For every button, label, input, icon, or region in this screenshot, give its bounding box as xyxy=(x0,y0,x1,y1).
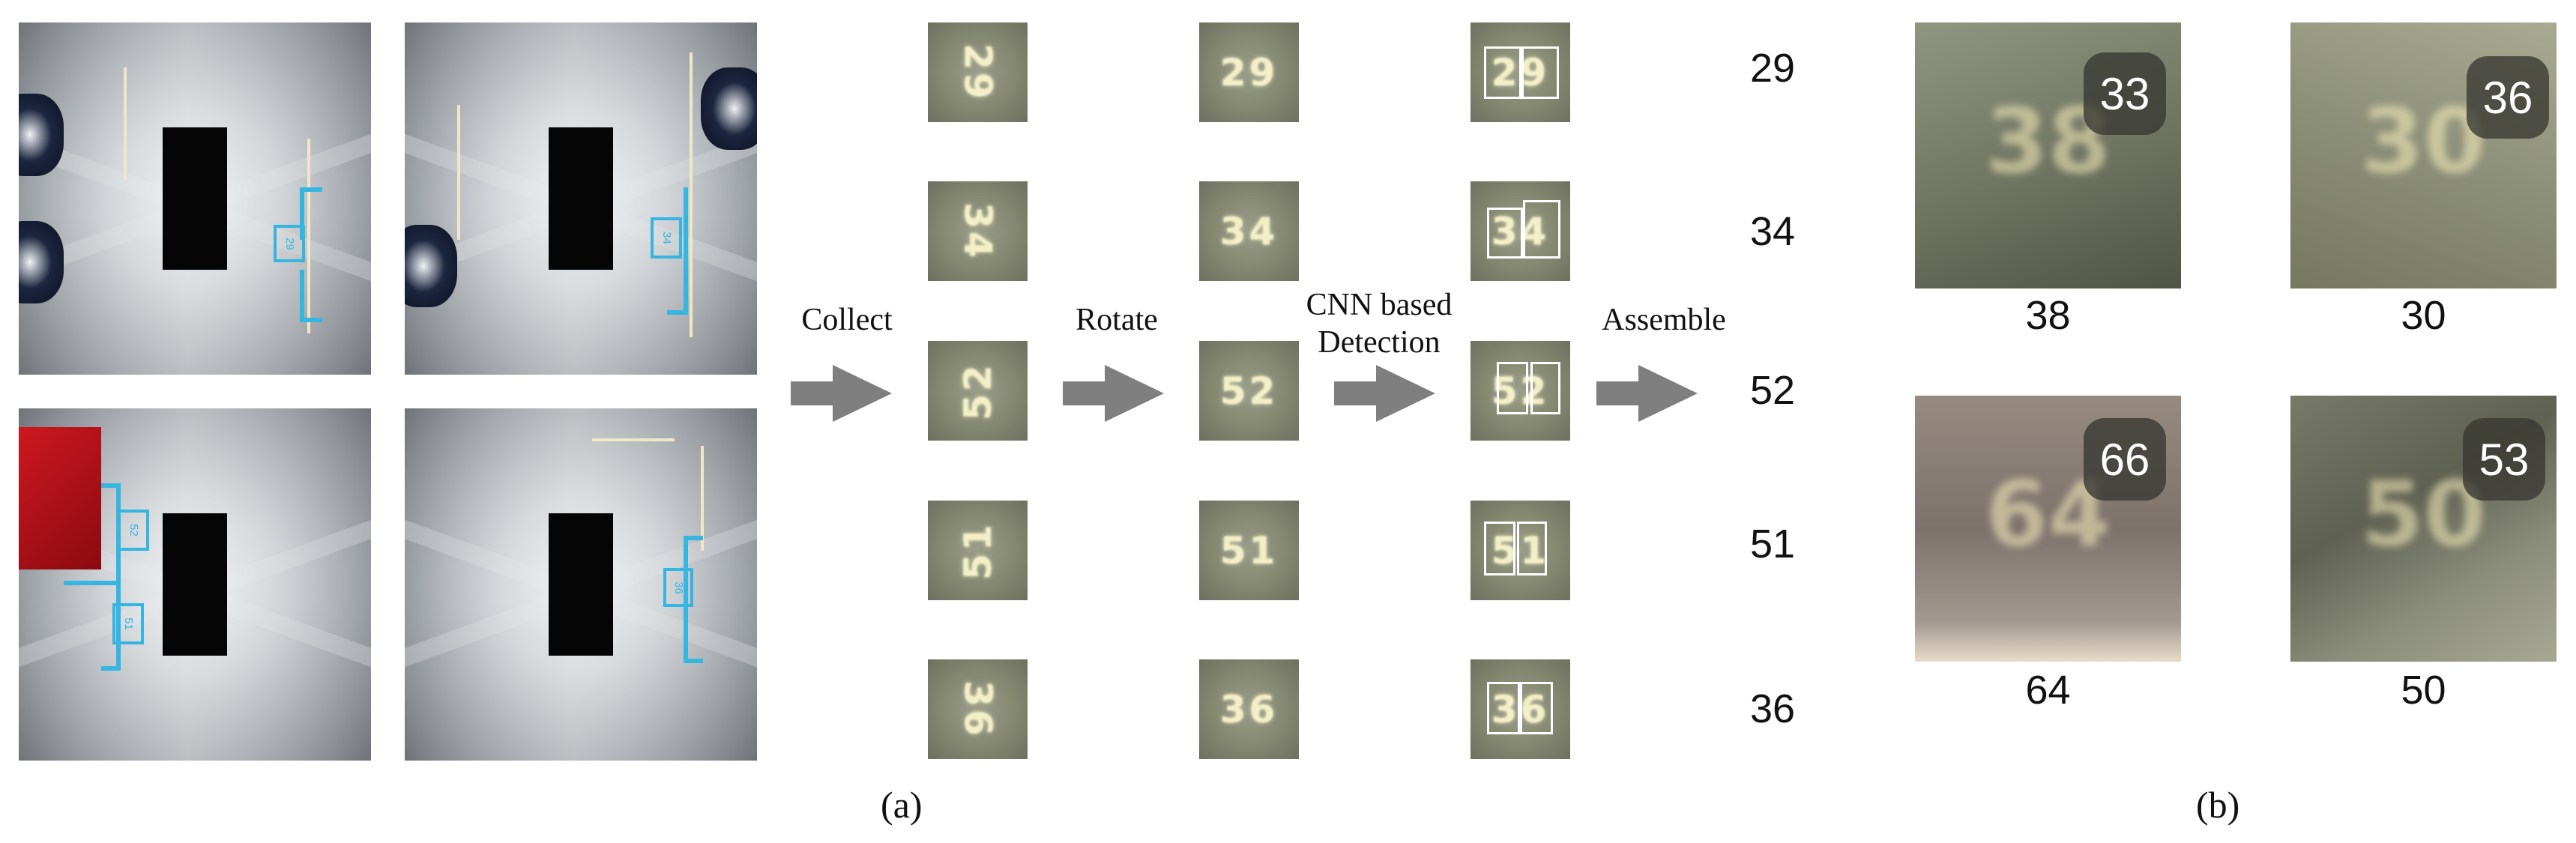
detected-crop: 29 xyxy=(1471,22,1570,122)
detected-crop: 34 xyxy=(1471,181,1570,281)
ground-truth-label: 50 xyxy=(2401,668,2446,713)
detected-crop: 52 xyxy=(1471,341,1570,441)
digit-bounding-box xyxy=(1523,200,1560,259)
collected-crop: 51 xyxy=(928,501,1028,600)
rotated-crop: 52 xyxy=(1199,341,1299,441)
digit-bounding-box xyxy=(1487,682,1520,734)
ground-truth-label: 30 xyxy=(2401,293,2446,338)
tire-image xyxy=(405,225,457,307)
example-crop: 64 66 xyxy=(1915,396,2181,662)
result-number: 51 xyxy=(1750,522,1796,566)
digit-bounding-box xyxy=(1484,46,1521,99)
digit-bounding-box xyxy=(1497,362,1528,414)
digit-bounding-box xyxy=(1520,682,1553,734)
red-object-image xyxy=(19,427,101,569)
ego-vehicle-mask xyxy=(549,127,613,270)
detected-crop: 36 xyxy=(1471,659,1570,759)
ego-vehicle-mask xyxy=(549,513,613,656)
step-label-rotate: Rotate xyxy=(1076,303,1158,337)
ego-vehicle-mask xyxy=(163,513,227,656)
digit-bounding-box xyxy=(1487,208,1523,259)
collected-crop: 29 xyxy=(928,22,1028,122)
result-number: 36 xyxy=(1750,686,1796,731)
ground-truth-label: 64 xyxy=(2025,668,2071,713)
ego-vehicle-mask xyxy=(163,127,227,270)
tire-image xyxy=(701,67,757,150)
parking-slot-marker: 36 xyxy=(663,568,693,607)
example-crop: 30 36 xyxy=(2290,22,2557,288)
surround-view-4: 36 xyxy=(405,408,757,761)
parking-slot-marker: 34 xyxy=(651,217,682,259)
arrow-icon xyxy=(1063,365,1164,422)
collected-crop: 52 xyxy=(928,341,1028,441)
rotated-crop: 29 xyxy=(1199,22,1299,122)
parking-slot-marker: 51 xyxy=(112,603,144,644)
ground-truth-label: 38 xyxy=(2025,293,2071,338)
parking-slot-marker: 29 xyxy=(274,225,305,262)
surround-view-3: 52 51 xyxy=(19,408,371,761)
caption-b: (b) xyxy=(2196,784,2240,826)
prediction-badge: 33 xyxy=(2084,52,2166,135)
rotated-crop: 36 xyxy=(1199,659,1299,759)
surround-view-1: 29 xyxy=(19,22,371,375)
arrow-icon xyxy=(1596,365,1698,422)
prediction-badge: 66 xyxy=(2084,418,2166,501)
result-number: 29 xyxy=(1750,46,1796,91)
tire-image xyxy=(19,94,64,176)
parking-slot-marker: 52 xyxy=(118,510,149,551)
arrow-icon xyxy=(791,365,892,422)
result-number: 34 xyxy=(1750,209,1796,254)
digit-bounding-box xyxy=(1530,362,1560,414)
prediction-badge: 53 xyxy=(2463,418,2545,501)
caption-a: (a) xyxy=(881,784,923,826)
rotated-crop: 34 xyxy=(1199,181,1299,281)
example-crop: 38 33 xyxy=(1915,22,2181,288)
detected-crop: 51 xyxy=(1471,501,1570,600)
step-label-assemble: Assemble xyxy=(1602,303,1726,337)
collected-crop: 36 xyxy=(928,659,1028,759)
tire-image xyxy=(19,221,64,303)
result-number: 52 xyxy=(1750,368,1796,413)
digit-bounding-box xyxy=(1517,522,1547,575)
step-label-detection: CNN based Detection xyxy=(1306,288,1453,360)
arrow-icon xyxy=(1334,365,1435,422)
rotated-crop: 51 xyxy=(1199,501,1299,600)
example-crop: 50 53 xyxy=(2290,396,2557,662)
step-label-collect: Collect xyxy=(801,303,893,337)
prediction-badge: 36 xyxy=(2467,56,2549,139)
digit-bounding-box xyxy=(1484,522,1515,575)
digit-bounding-box xyxy=(1521,46,1559,99)
surround-view-2: 34 xyxy=(405,22,757,375)
collected-crop: 34 xyxy=(928,181,1028,281)
